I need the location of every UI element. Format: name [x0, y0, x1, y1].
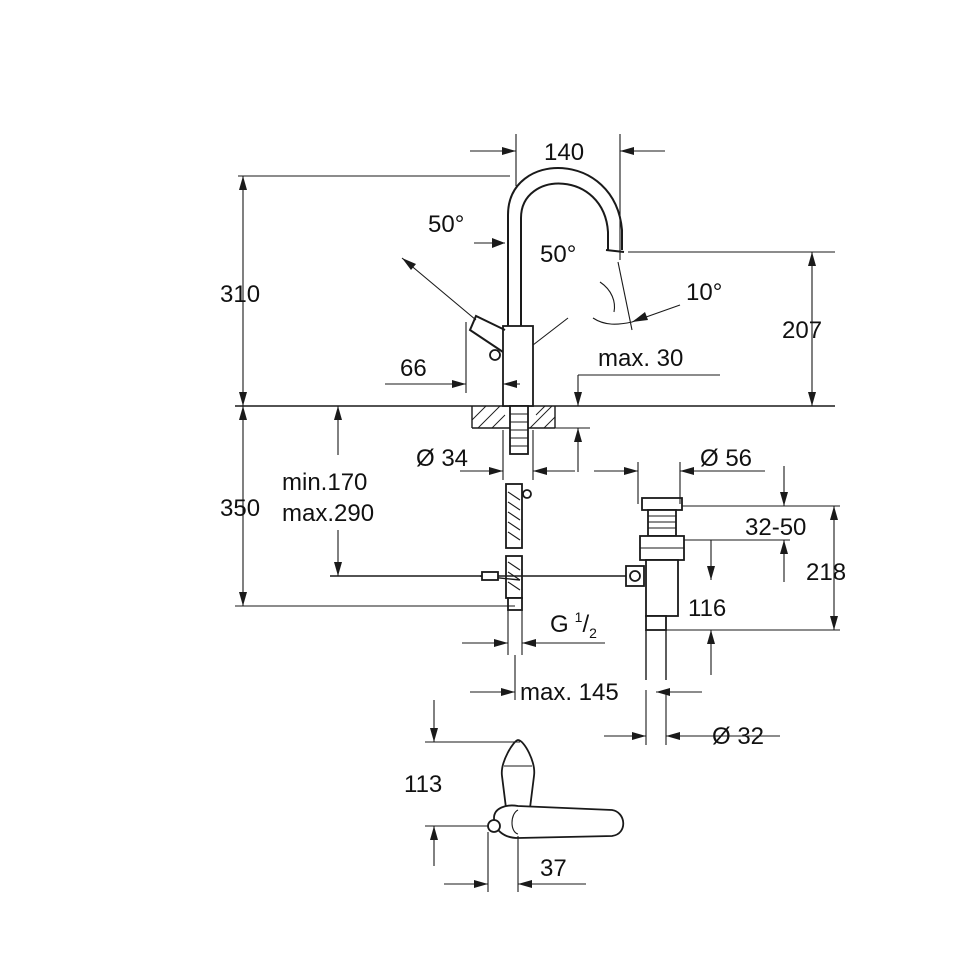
- label-hole-diameter: Ø 34: [416, 445, 468, 472]
- lever-handle: [493, 804, 625, 839]
- label-spout-height: 207: [782, 317, 822, 344]
- label-tailpipe-diameter: Ø 32: [712, 723, 764, 750]
- below-deck-assembly: [235, 405, 702, 700]
- lever-pivot-top: [487, 819, 501, 833]
- label-lever-offset: 66: [400, 355, 427, 382]
- tailpipe-joint: [645, 615, 667, 631]
- label-lever-top-height: 113: [404, 771, 442, 798]
- lever-pivot: [489, 349, 501, 361]
- label-lever-angle-up: 50°: [428, 211, 464, 238]
- label-waste-range: 32-50: [745, 514, 806, 541]
- faucet-body: [502, 325, 534, 407]
- label-hose-min: min.170: [282, 469, 367, 496]
- faucet-side-view: [235, 134, 835, 472]
- waste-flange: [641, 497, 683, 511]
- label-waste-offset: 116: [688, 595, 726, 622]
- connector: [507, 597, 523, 611]
- label-hose-max: max.290: [282, 500, 374, 527]
- label-waste-diameter: Ø 56: [700, 445, 752, 472]
- label-below-deck-length: 350: [220, 495, 260, 522]
- label-deck-max-thickness: max. 30: [598, 345, 683, 372]
- lever-alt-position: [532, 317, 569, 346]
- waste-body-upper: [647, 509, 677, 537]
- lever: [468, 314, 506, 353]
- dimension-labels: 140 50° 50° 10° 310 207 66 max. 30 Ø 34 …: [220, 139, 846, 882]
- waste-assembly: [594, 462, 840, 745]
- label-spout-width: 140: [544, 139, 584, 166]
- lever-head: [501, 739, 536, 809]
- lever-top-view: [425, 700, 625, 892]
- label-rod-distance: max. 145: [520, 679, 619, 706]
- label-total-height: 310: [220, 281, 260, 308]
- spout-outer: [507, 167, 623, 326]
- label-spout-tilt: 10°: [686, 279, 722, 306]
- waste-body: [645, 559, 679, 617]
- label-lever-depth: 37: [540, 855, 567, 882]
- label-waste-height: 218: [806, 559, 846, 586]
- label-lever-angle-down: 50°: [540, 241, 576, 268]
- spout-inner: [520, 182, 609, 326]
- spout-aerator: [605, 249, 625, 253]
